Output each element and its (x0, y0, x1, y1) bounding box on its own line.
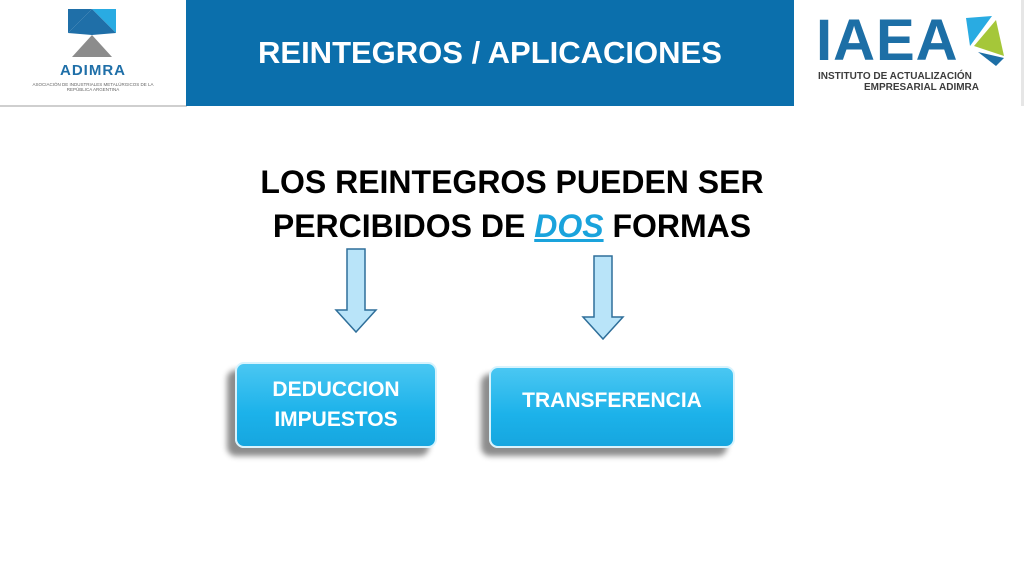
iaea-logo-icon (966, 16, 1004, 66)
option-label-line2: IMPUESTOS (274, 408, 398, 431)
arrow-down-icon (334, 248, 378, 334)
iaea-subtitle-line2: EMPRESARIAL ADIMRA (864, 82, 980, 93)
headline: LOS REINTEGROS PUEDEN SER PERCIBIDOS DE … (160, 160, 864, 248)
header: ADIMRA ASOCIACIÓN DE INDUSTRIALES METALÚ… (0, 0, 1024, 107)
adimra-logo: ADIMRA ASOCIACIÓN DE INDUSTRIALES METALÚ… (0, 0, 187, 107)
page-title: REINTEGROS / APLICACIONES (258, 35, 722, 70)
iaea-name: IAEA (816, 8, 959, 73)
iaea-subtitle: INSTITUTO DE ACTUALIZACIÓN EMPRESARIAL A… (818, 71, 1018, 93)
option-transferencia: TRANSFERENCIA (489, 366, 735, 448)
option-label: TRANSFERENCIA (522, 389, 702, 412)
option-deduccion-impuestos: DEDUCCION IMPUESTOS (235, 362, 437, 448)
iaea-subtitle-line1: INSTITUTO DE ACTUALIZACIÓN (818, 71, 972, 82)
headline-line1: LOS REINTEGROS PUEDEN SER (260, 164, 764, 200)
headline-emphasis: DOS (534, 208, 604, 244)
title-bar: REINTEGROS / APLICACIONES (186, 0, 794, 106)
headline-suffix: FORMAS (603, 208, 752, 244)
headline-prefix: PERCIBIDOS DE (272, 208, 535, 244)
adimra-logo-icon (68, 9, 116, 57)
option-label-line1: DEDUCCION (272, 378, 400, 401)
adimra-subtitle: ASOCIACIÓN DE INDUSTRIALES METALÚRGICOS … (32, 82, 154, 92)
arrow-down-icon (581, 255, 625, 341)
headline-line2: PERCIBIDOS DE DOS FORMAS (160, 204, 864, 248)
adimra-name: ADIMRA (60, 62, 126, 79)
iaea-logo: IAEA INSTITUTO DE ACTUALIZACIÓN EMPRESAR… (794, 0, 1024, 106)
